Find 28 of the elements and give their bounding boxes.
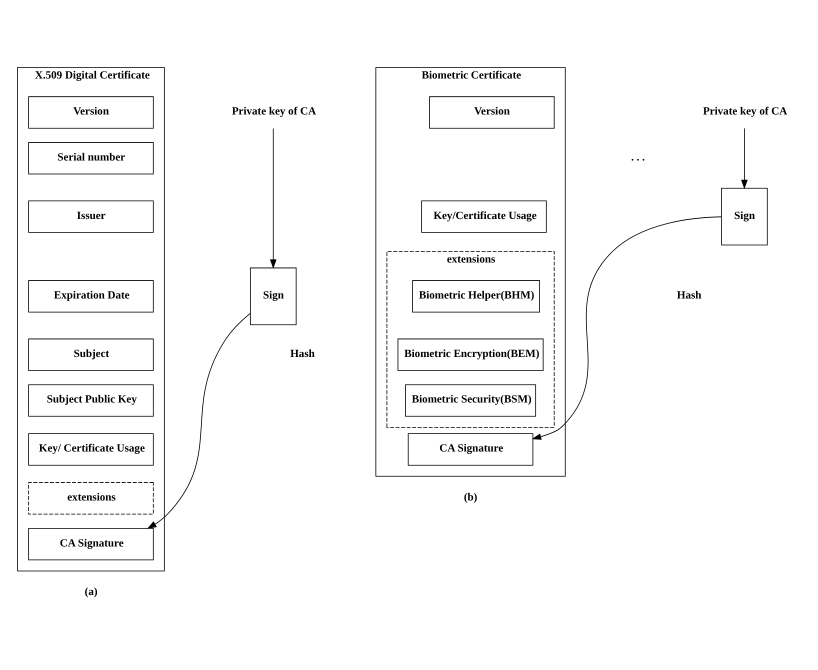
node-box: extensions (28, 482, 154, 515)
node-box: Sign (721, 188, 768, 246)
node-box: Biometric Security(BSM) (405, 384, 536, 417)
arrow (270, 128, 277, 269)
node-box: Biometric Helper(BHM) (412, 280, 540, 312)
label: Hash (676, 289, 702, 302)
label: Hash (290, 348, 315, 360)
node-box: Subject Public Key (28, 384, 154, 417)
node-box: Subject (28, 338, 154, 371)
node-text: Private key of CA (232, 106, 316, 118)
node-box: Version (28, 96, 154, 129)
label: (a) (84, 586, 98, 598)
node-box: CA Signature (408, 433, 534, 466)
node-box: Issuer (28, 200, 154, 233)
node-box: Sign (250, 268, 297, 326)
node-box: Key/ Certificate Usage (28, 433, 154, 466)
label: (b) (464, 491, 478, 504)
node-box: Biometric Encryption(BEM) (398, 338, 544, 371)
node-box: Key/Certificate Usage (421, 200, 547, 233)
arrow (532, 216, 722, 440)
node-box: Serial number (28, 142, 154, 174)
node-box: Version (429, 96, 555, 129)
node-box: CA Signature (28, 528, 154, 560)
node-box: Expiration Date (28, 280, 154, 312)
node-text: Private key of CA (702, 106, 788, 118)
arrow (741, 128, 748, 190)
arrow (147, 313, 251, 529)
label: . . . (631, 151, 645, 164)
